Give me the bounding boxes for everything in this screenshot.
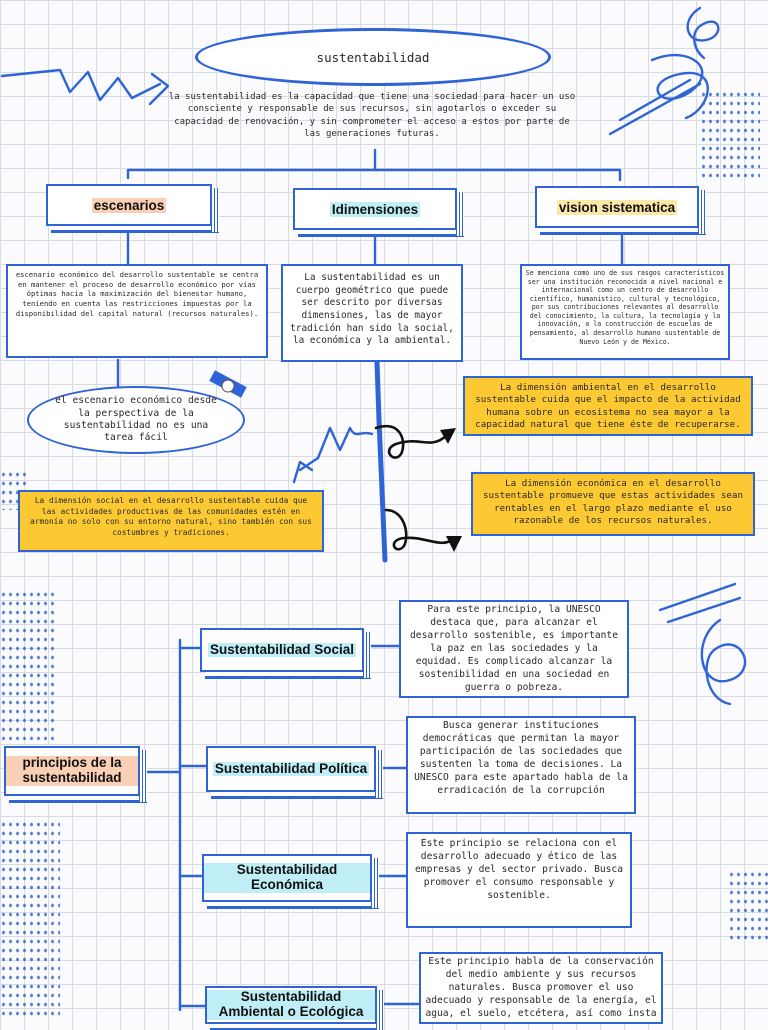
vision-text: Se menciona como uno de sus rasgos carac… xyxy=(520,264,730,360)
dot-pattern-right-bottom xyxy=(728,870,768,940)
branch-escenarios: escenarios xyxy=(46,184,212,226)
dimension-ambiental: La dimensión ambiental en el desarrollo … xyxy=(463,376,753,436)
definition-text: la sustentabilidad es la capacidad que t… xyxy=(166,91,578,141)
principle-ambiental-text: Este principio habla de la conservación … xyxy=(419,952,663,1024)
principle-economica-text: Este principio se relaciona con el desar… xyxy=(406,832,632,928)
title-oval: sustentabilidad xyxy=(195,28,551,86)
branch-vision: vision sistematica xyxy=(535,186,699,228)
principle-ambiental: Sustentabilidad Ambiental o Ecológica xyxy=(205,986,377,1024)
dimension-social: La dimensión social en el desarrollo sus… xyxy=(18,490,324,552)
principle-politica-text: Busca generar instituciones democráticas… xyxy=(406,716,636,814)
principle-politica: Sustentabilidad Política xyxy=(206,746,376,792)
principle-social: Sustentabilidad Social xyxy=(200,628,364,672)
page-title: sustentabilidad xyxy=(317,50,430,65)
dimensiones-text: La sustentabilidad es un cuerpo geométri… xyxy=(281,264,463,362)
dimension-economica: La dimensión económica en el desarrollo … xyxy=(471,472,755,536)
branch-dimensiones: Idimensiones xyxy=(293,188,457,230)
dot-pattern-top-right xyxy=(700,90,760,180)
escenario-oval: el escenario económico desde la perspect… xyxy=(27,386,245,454)
principle-social-text: Para este principio, la UNESCO destaca q… xyxy=(399,600,629,698)
dot-pattern-left-bottom xyxy=(0,820,60,1020)
dot-pattern-left xyxy=(0,590,58,740)
escenario-oval-text: el escenario económico desde la perspect… xyxy=(49,395,223,445)
principios-root: principios de la sustentabilidad xyxy=(4,746,140,796)
escenarios-text: escenario económico del desarrollo suste… xyxy=(6,264,268,358)
principle-economica: Sustentabilidad Económica xyxy=(202,854,372,902)
